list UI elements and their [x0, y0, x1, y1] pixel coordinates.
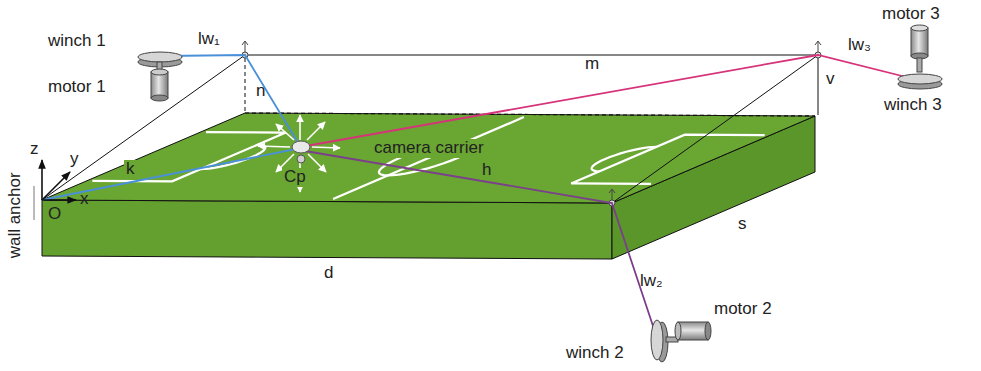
origin-label: O [48, 205, 61, 224]
field-marking [592, 147, 657, 171]
part-label: motor 1 [48, 78, 106, 97]
field-marking [333, 117, 524, 199]
length-label: lw₁ [198, 30, 220, 49]
part-label: camera carrier [372, 139, 486, 158]
part-label: wall anchor [6, 172, 25, 258]
dimension-label: v [826, 70, 835, 89]
length-label: lw₃ [848, 36, 871, 55]
winch-motor-3 [898, 25, 942, 89]
length-label: n [256, 82, 265, 101]
length-label: lw₂ [640, 272, 663, 291]
dimension-label: d [324, 264, 333, 283]
field-marking [571, 135, 764, 184]
length-label: k [124, 160, 137, 179]
field-front [42, 200, 612, 259]
field-top [42, 113, 815, 203]
cables [42, 55, 918, 332]
soccer-field [42, 113, 815, 259]
pulleys [242, 41, 821, 206]
length-label: h [480, 161, 493, 180]
point-label: Cp [282, 168, 308, 187]
axis-label: y [70, 150, 79, 169]
dimension-label: s [738, 215, 747, 234]
part-label: motor 2 [714, 300, 772, 319]
axis-label: z [30, 140, 39, 159]
winch-motor-1 [138, 52, 182, 101]
part-label: winch 2 [566, 344, 624, 363]
part-label: motor 3 [882, 5, 940, 24]
length-label: m [585, 55, 599, 74]
part-label: winch 3 [884, 96, 942, 115]
camera-carrier [258, 115, 340, 192]
winch-motor-2 [651, 320, 711, 362]
frame-lines [42, 55, 818, 203]
axis-label: x [80, 190, 89, 209]
part-label: winch 1 [48, 32, 106, 51]
